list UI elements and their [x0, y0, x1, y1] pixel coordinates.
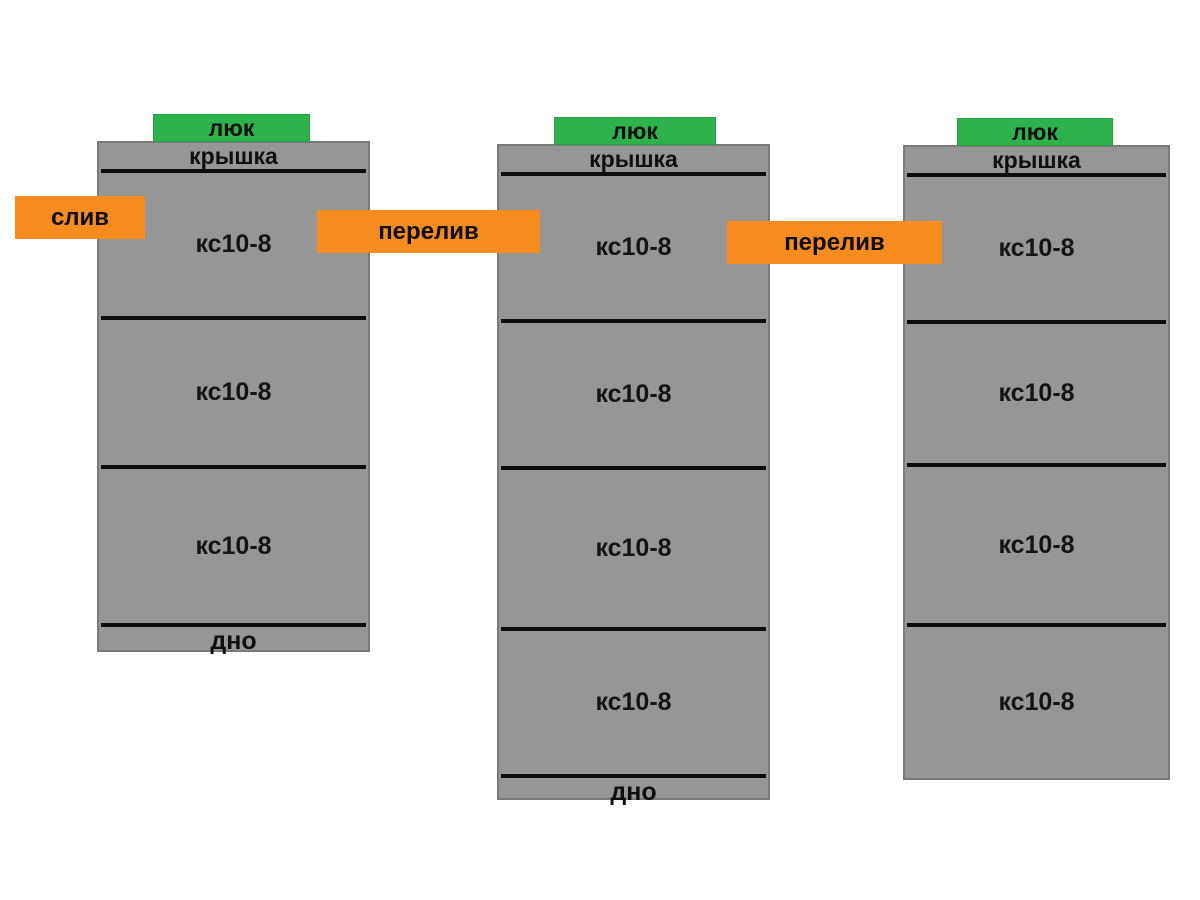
section-divider	[101, 465, 366, 469]
well-body: крышка кс10-8 кс10-8 кс10-8 кс10-8	[903, 145, 1170, 780]
ring-section: кс10-8	[998, 379, 1075, 407]
section-divider	[501, 774, 766, 778]
ring-section: кс10-8	[595, 233, 672, 261]
well-column-3: люк крышка кс10-8 кс10-8 кс10-8 кс10-8	[903, 118, 1170, 780]
ring-section: кс10-8	[195, 378, 272, 406]
manhole-hatch-label: люк	[153, 114, 310, 142]
bottom-label: дно	[610, 778, 657, 806]
overflow-label-2: перелив	[727, 221, 942, 264]
drain-label: слив	[15, 196, 145, 239]
section-divider	[501, 466, 766, 470]
overflow-label-1: перелив	[317, 210, 540, 253]
manhole-hatch-label: люк	[554, 117, 716, 145]
section-divider	[501, 319, 766, 323]
lid-label: крышка	[189, 142, 278, 169]
well-column-1: люк крышка кс10-8 кс10-8 кс10-8 дно	[97, 114, 370, 655]
section-divider	[101, 316, 366, 320]
ring-section: кс10-8	[998, 530, 1075, 559]
section-divider	[907, 463, 1166, 467]
lid-label: крышка	[992, 146, 1081, 173]
section-divider	[907, 173, 1166, 177]
ring-section: кс10-8	[998, 688, 1075, 716]
well-column-2: люк крышка кс10-8 кс10-8 кс10-8 кс10-8 д…	[497, 117, 770, 806]
section-divider	[907, 623, 1166, 627]
well-body: крышка кс10-8 кс10-8 кс10-8 кс10-8 дно	[497, 144, 770, 806]
lid-label: крышка	[589, 145, 678, 172]
ring-section: кс10-8	[595, 534, 672, 562]
section-divider	[101, 623, 366, 627]
section-divider	[501, 172, 766, 176]
ring-section: кс10-8	[195, 531, 272, 560]
ring-section: кс10-8	[195, 230, 272, 258]
section-divider	[907, 320, 1166, 324]
ring-section: кс10-8	[595, 688, 672, 716]
bottom-label: дно	[210, 627, 257, 655]
manhole-hatch-label: люк	[957, 118, 1113, 146]
ring-section: кс10-8	[595, 380, 672, 408]
section-divider	[501, 627, 766, 631]
ring-section: кс10-8	[998, 234, 1075, 262]
section-divider	[101, 169, 366, 173]
